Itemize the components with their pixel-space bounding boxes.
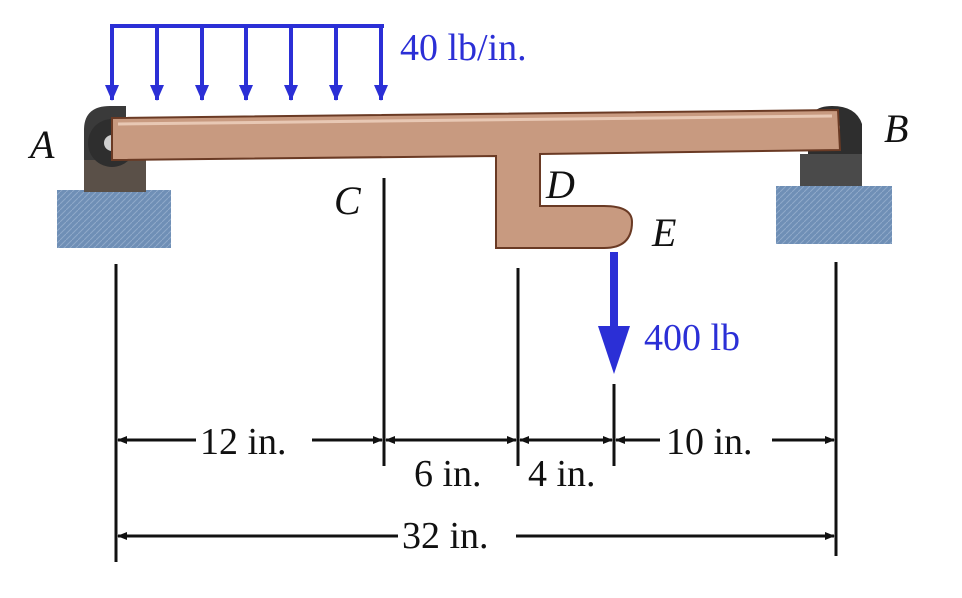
distributed-load-label: 40 lb/in. bbox=[400, 27, 527, 69]
ground-left bbox=[57, 190, 171, 248]
label-e: E bbox=[651, 210, 676, 255]
dimension-lines bbox=[117, 436, 835, 540]
dim-ac-label: 12 in. bbox=[200, 421, 287, 463]
label-d: D bbox=[545, 162, 575, 207]
extension-lines bbox=[114, 178, 838, 562]
dim-total-label: 32 in. bbox=[402, 515, 489, 557]
label-b: B bbox=[884, 106, 908, 151]
label-a: A bbox=[27, 122, 55, 167]
ground-right bbox=[776, 186, 892, 244]
dim-eb-label: 10 in. bbox=[666, 421, 753, 463]
dim-cd-label: 6 in. bbox=[414, 453, 482, 495]
beam-highlight bbox=[117, 114, 833, 126]
point-load-arrow bbox=[598, 252, 630, 374]
distributed-load bbox=[105, 24, 388, 101]
beam bbox=[111, 108, 842, 249]
dim-de-label: 4 in. bbox=[528, 453, 596, 495]
label-c: C bbox=[334, 178, 362, 223]
point-load-label: 400 lb bbox=[644, 317, 740, 359]
